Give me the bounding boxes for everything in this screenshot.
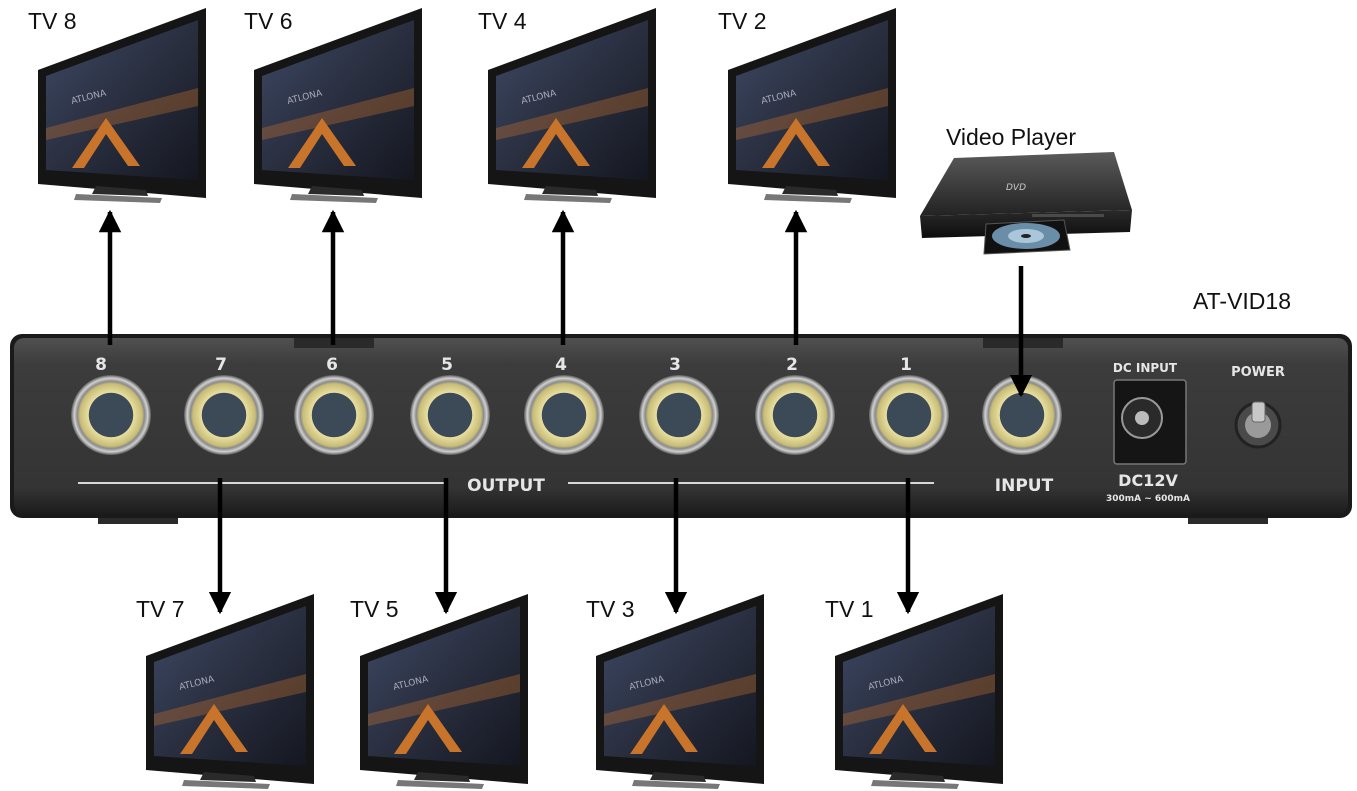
tv-6: ATLONA xyxy=(252,8,424,204)
tv-1: ATLONA xyxy=(833,594,1005,790)
input-label: INPUT xyxy=(995,476,1054,496)
tv-3: ATLONA xyxy=(594,594,766,790)
tv-7: ATLONA xyxy=(144,594,316,790)
tv-7-label: TV 7 xyxy=(136,596,185,622)
dc-input-label: DC INPUT xyxy=(1113,361,1178,375)
tv-4-label: TV 4 xyxy=(478,8,527,34)
tv-8-label: TV 8 xyxy=(28,8,77,34)
port-number-4: 4 xyxy=(555,355,567,375)
tv-4: ATLONA xyxy=(486,8,658,204)
tv-3-label: TV 3 xyxy=(586,596,635,622)
port-number-3: 3 xyxy=(669,355,681,375)
tv-6-label: TV 6 xyxy=(244,8,293,34)
port-number-8: 8 xyxy=(95,355,107,375)
output-label: OUTPUT xyxy=(467,476,545,496)
port-number-7: 7 xyxy=(215,355,227,375)
output-jack-4 xyxy=(524,375,604,455)
tv-1-label: TV 1 xyxy=(825,596,874,622)
device-model-label: AT-VID18 xyxy=(1193,288,1291,314)
output-jack-3 xyxy=(639,375,719,455)
port-number-1: 1 xyxy=(900,355,912,375)
dc-current-label: 300mA ~ 600mA xyxy=(1106,494,1190,504)
dc-voltage-label: DC12V xyxy=(1118,471,1178,490)
port-number-6: 6 xyxy=(326,355,338,375)
output-jack-7 xyxy=(184,375,264,455)
output-jack-2 xyxy=(755,375,835,455)
port-number-2: 2 xyxy=(786,355,798,375)
output-jack-1 xyxy=(869,375,949,455)
disc-format-text: DVD xyxy=(1006,183,1026,193)
tv-2-label: TV 2 xyxy=(718,8,767,34)
power-label: POWER xyxy=(1231,365,1285,380)
port-number-5: 5 xyxy=(441,355,453,375)
tv-5-label: TV 5 xyxy=(350,596,399,622)
tv-2: ATLONA xyxy=(726,8,898,204)
output-jack-5 xyxy=(410,375,490,455)
tv-5: ATLONA xyxy=(358,594,530,790)
input-jack xyxy=(982,375,1062,455)
tv-8: ATLONA xyxy=(36,8,208,204)
output-jack-6 xyxy=(294,375,374,455)
video-player: DVD xyxy=(920,152,1132,255)
output-jack-8 xyxy=(71,375,151,455)
video-player-label: Video Player xyxy=(946,124,1076,150)
